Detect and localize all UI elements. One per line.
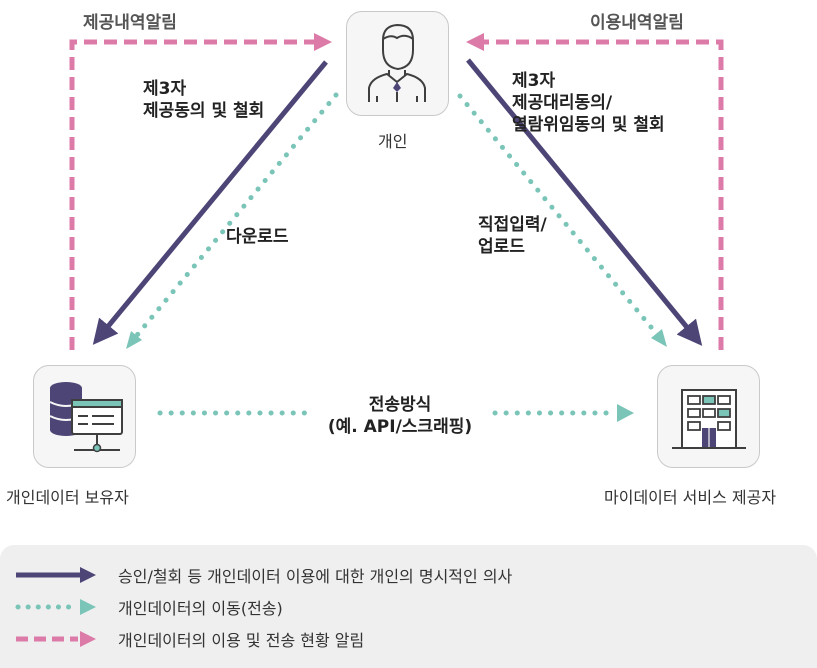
connector-layer bbox=[69, 33, 724, 422]
dotted-arrow-icon bbox=[15, 599, 96, 615]
legend-item-solid: 승인/철회 등 개인데이터 이용에 대한 개인의 명시적인 의사 bbox=[14, 562, 512, 588]
mydata-provider-caption: 마이데이터 서비스 제공자 bbox=[604, 488, 777, 507]
upload-arrowhead bbox=[651, 329, 667, 347]
building-icon bbox=[672, 389, 746, 449]
individual-node bbox=[346, 11, 449, 116]
transfer-method-label: 전송방식 (예. API/스크래핑) bbox=[327, 395, 473, 437]
usage-notice-label: 이용내역알림 bbox=[590, 13, 684, 33]
third-party-consent-label: 제3자 제공동의 및 철회 bbox=[143, 79, 265, 121]
legend-solid-text: 승인/철회 등 개인데이터 이용에 대한 개인의 명시적인 의사 bbox=[118, 567, 513, 586]
third-party-agent-consent-label: 제3자 제공대리동의/ 열람위임동의 및 철회 bbox=[512, 71, 665, 135]
database-server-icon bbox=[49, 382, 123, 453]
solid-arrow-icon bbox=[16, 567, 96, 583]
provision-notice-arrowhead bbox=[314, 33, 332, 51]
legend: 승인/철회 등 개인데이터 이용에 대한 개인의 명시적인 의사 개인데이터의 … bbox=[0, 545, 817, 668]
usage-notice-arrow bbox=[480, 39, 724, 350]
mydata-provider-node bbox=[657, 365, 760, 468]
provision-notice-label: 제공내역알림 bbox=[83, 13, 177, 33]
provision-notice-arrow bbox=[69, 39, 318, 350]
individual-caption: 개인 bbox=[378, 132, 408, 151]
legend-item-dotted: 개인데이터의 이동(전송) bbox=[14, 594, 283, 620]
download-arrowhead bbox=[126, 331, 142, 349]
download-label: 다운로드 bbox=[226, 227, 289, 247]
usage-notice-arrowhead bbox=[466, 33, 484, 51]
download-arrow bbox=[130, 92, 339, 343]
dashed-arrow-icon bbox=[16, 631, 96, 647]
direct-input-label: 직접입력/ 업로드 bbox=[478, 215, 547, 257]
consent-arrow-to-holder bbox=[92, 60, 328, 345]
legend-item-dashed: 개인데이터의 이용 및 전송 현황 알림 bbox=[14, 626, 364, 652]
person-icon bbox=[368, 23, 426, 102]
transfer-arrowhead bbox=[617, 404, 634, 422]
legend-dotted-text: 개인데이터의 이동(전송) bbox=[118, 599, 283, 618]
data-holder-caption: 개인데이터 보유자 bbox=[6, 488, 129, 507]
upload-arrow bbox=[457, 93, 663, 341]
consent-arrow-to-provider bbox=[466, 58, 703, 346]
data-holder-node bbox=[33, 365, 136, 468]
legend-dashed-text: 개인데이터의 이용 및 전송 현황 알림 bbox=[118, 631, 365, 650]
